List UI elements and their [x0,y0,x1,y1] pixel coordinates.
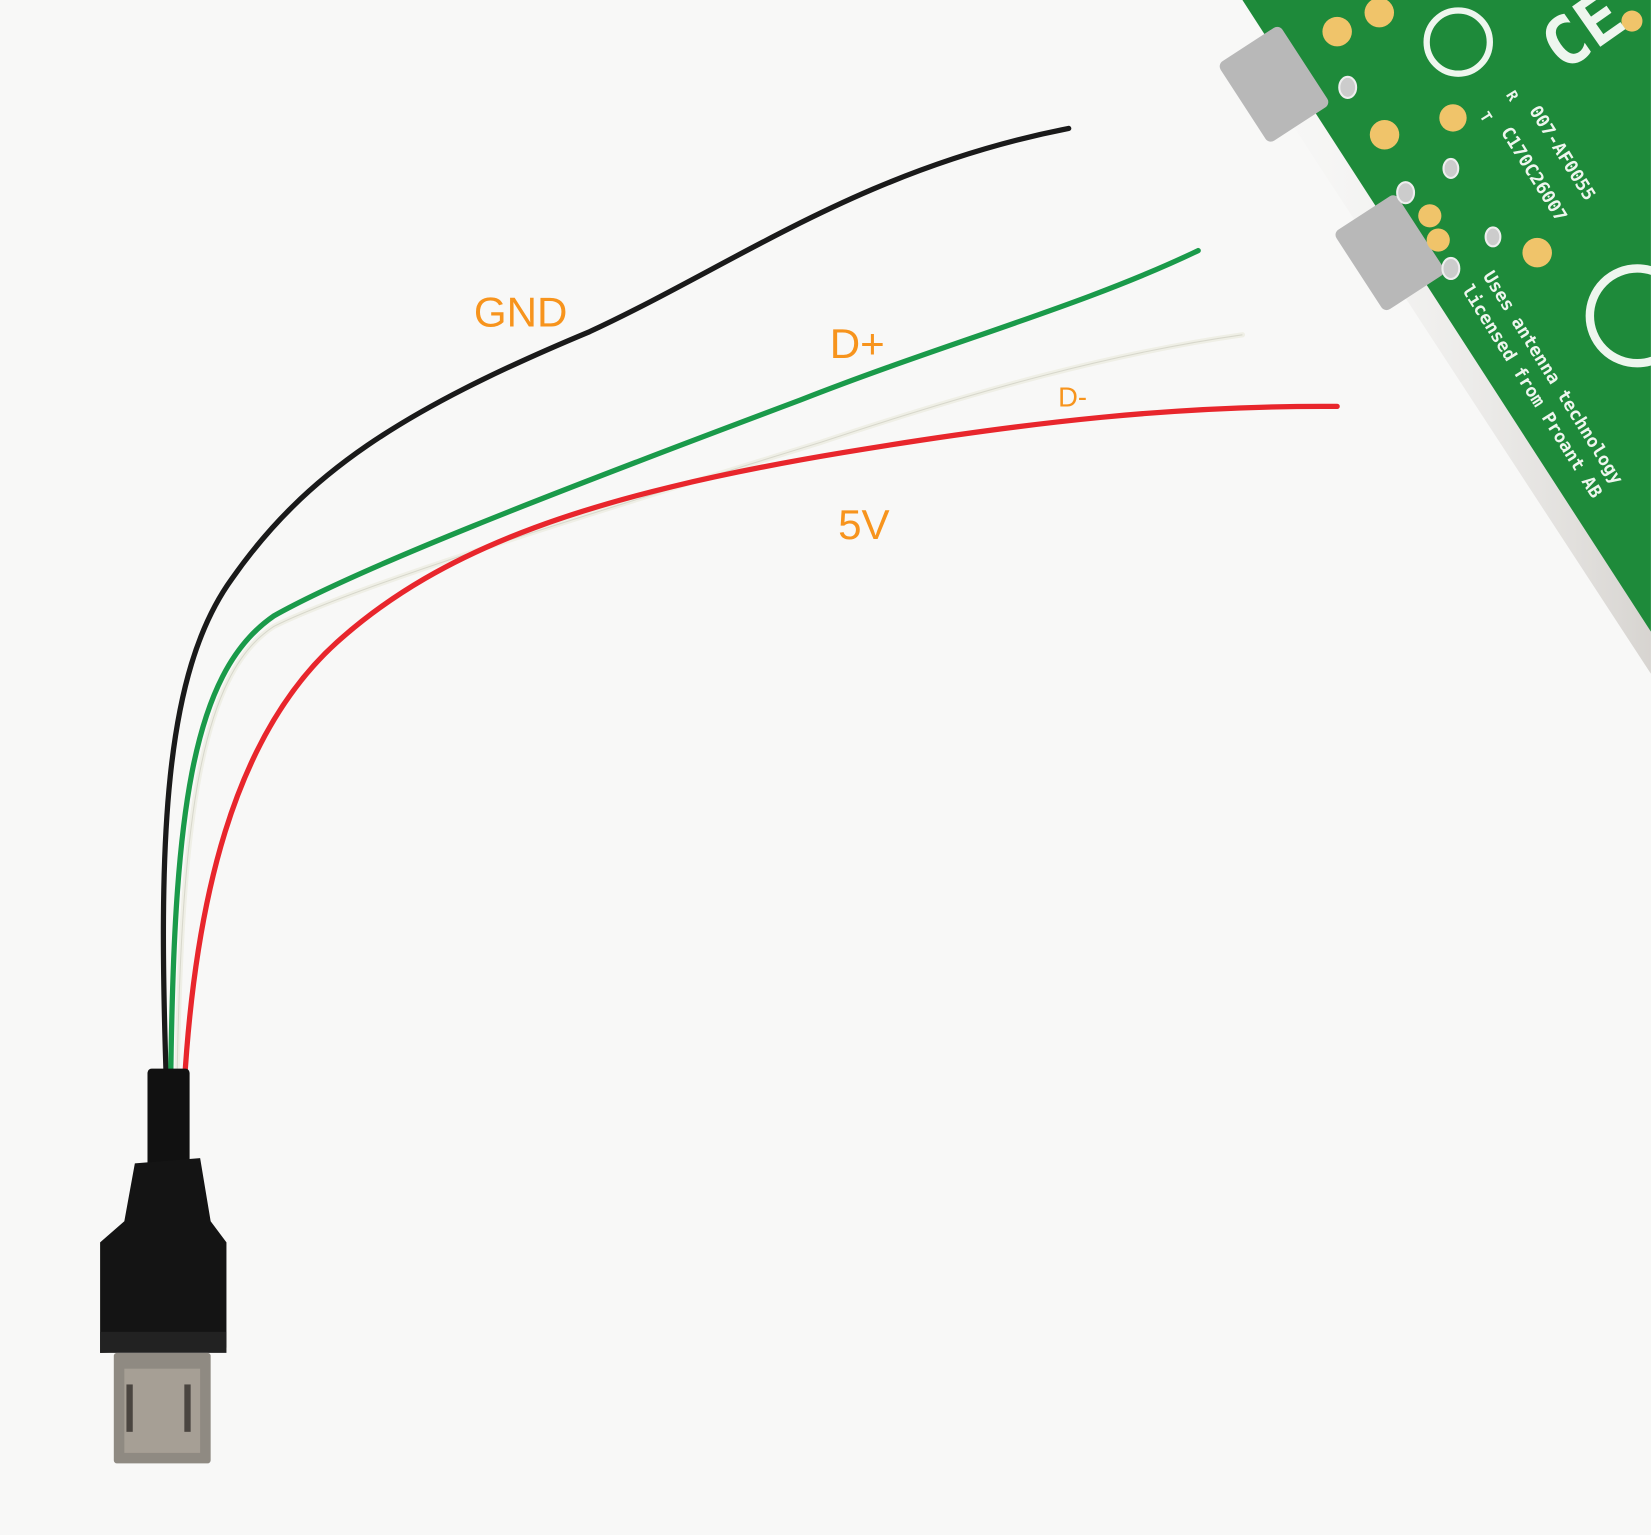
label-d-minus: D- [1058,381,1087,412]
label-5v: 5V [838,501,890,548]
wire-gnd [160,125,1072,1088]
label-d-plus: D+ [830,320,885,367]
fcc-logo [1423,7,1493,77]
raspberry-logo [1585,264,1651,368]
usb-port [1335,195,1445,311]
label-gnd: GND [474,288,568,335]
wire-5v [181,403,1340,1088]
usb-port [1219,26,1329,142]
micro-usb-plug [100,1068,227,1464]
wire-d-minus-edge [176,334,1243,1085]
wire-d-plus [168,247,1201,1088]
pcb-shadow [1210,0,1651,674]
gold-pads [1322,0,1643,268]
wire-d-minus [174,332,1246,1088]
raspberry-pi-board: CE R T 007-AF0055 C170C26007 Uses antenn… [1219,0,1651,632]
